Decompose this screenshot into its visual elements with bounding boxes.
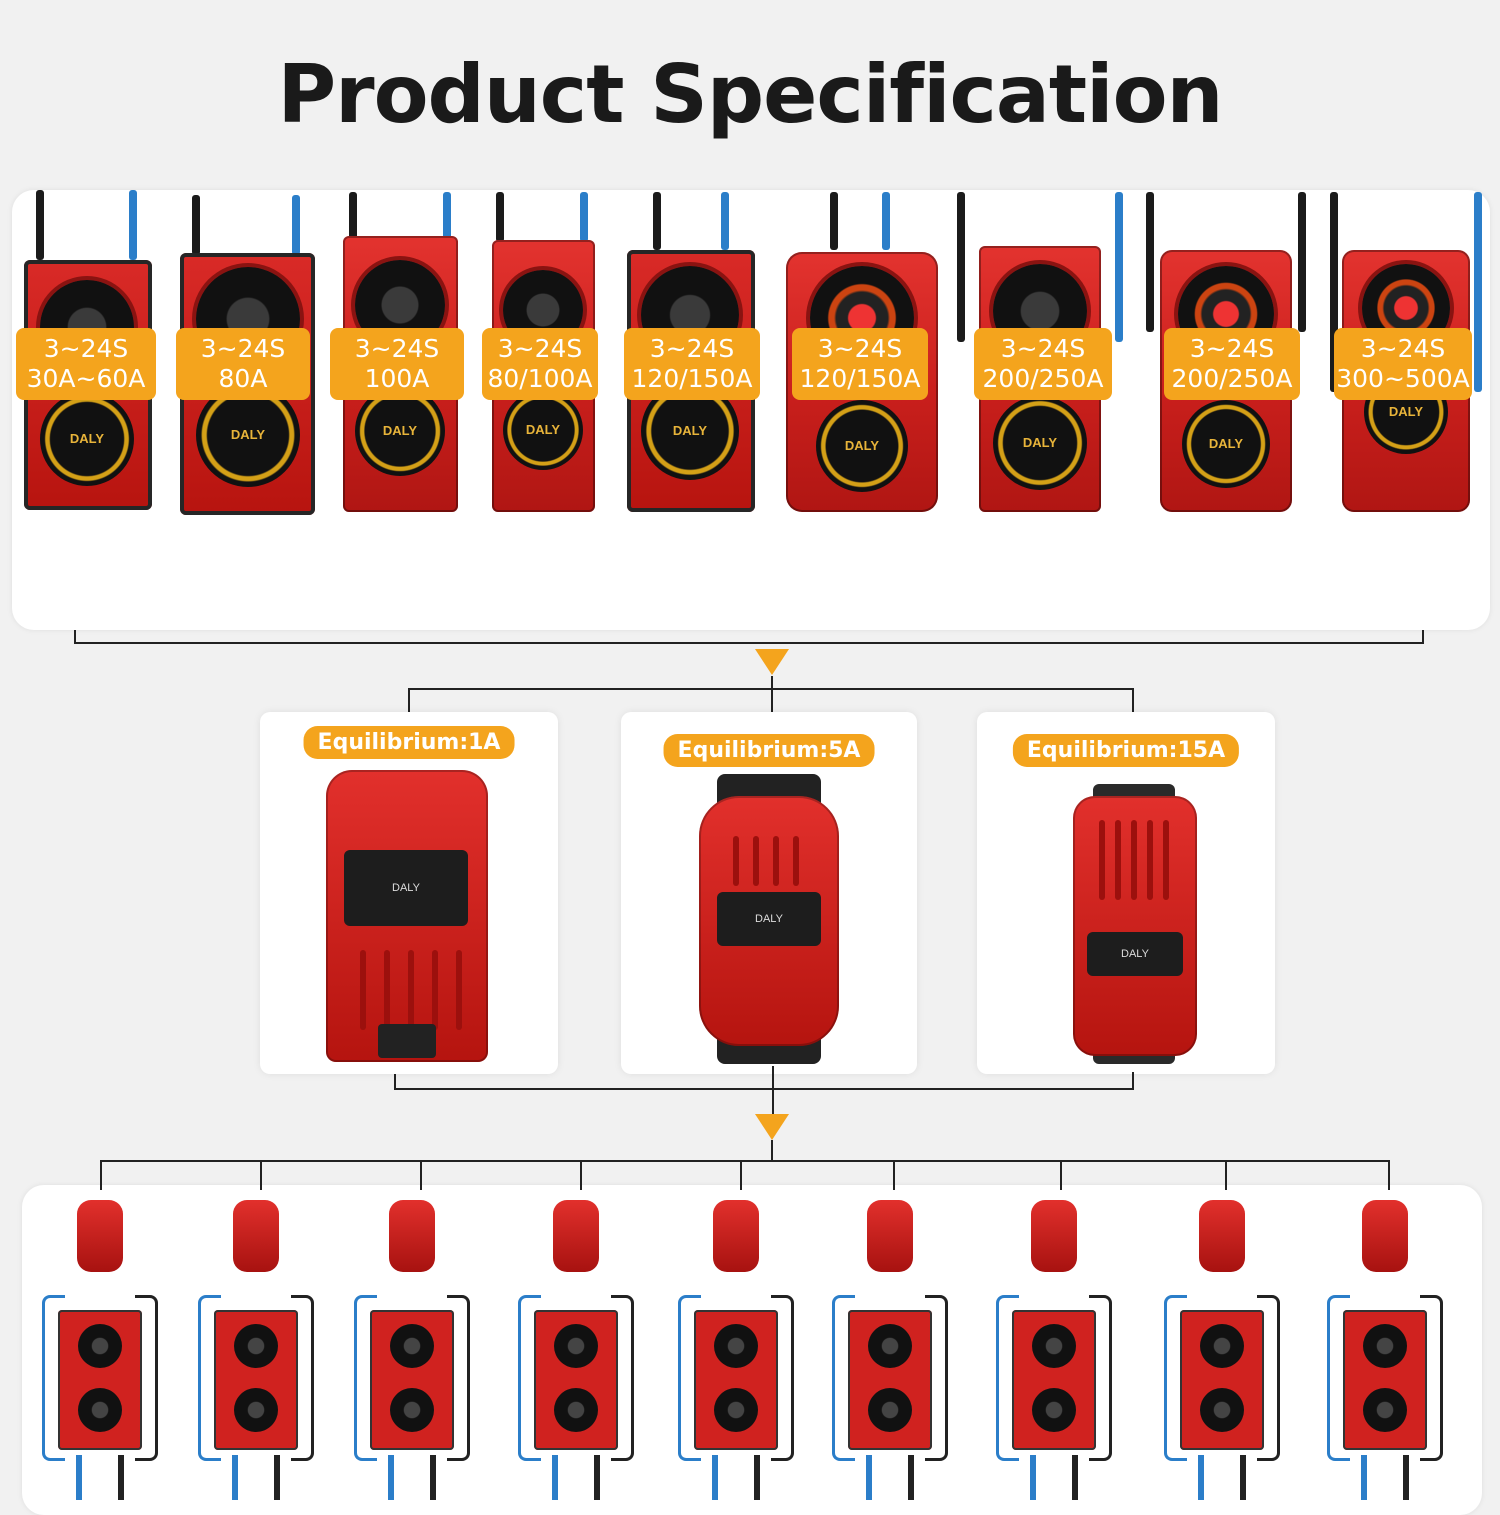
connector-line <box>1132 1072 1134 1090</box>
fan-icon <box>554 1388 598 1432</box>
bms-board <box>694 1310 778 1450</box>
daly-logo-icon: DALY <box>503 390 583 470</box>
equalizer-module: DALY <box>326 770 488 1062</box>
connector-line <box>1132 688 1134 714</box>
connector-line <box>100 1160 1390 1162</box>
fan-icon <box>1200 1324 1244 1368</box>
equalizer-module <box>1199 1200 1245 1272</box>
fan-icon <box>78 1324 122 1368</box>
equalizer-label: Equilibrium:5A <box>663 734 875 767</box>
arrow-down-icon <box>755 1114 789 1140</box>
bms-board <box>534 1310 618 1450</box>
equalizer-module <box>713 1200 759 1272</box>
equalizer-label: Equilibrium:1A <box>303 726 515 759</box>
connector-line <box>771 1140 773 1162</box>
equalizer-module: DALY <box>699 796 839 1046</box>
setup-diagram-6 <box>830 1190 950 1500</box>
module-nameplate: DALY <box>344 850 468 926</box>
equalizer-module <box>1031 1200 1077 1272</box>
fan-icon <box>234 1388 278 1432</box>
daly-logo-icon: DALY <box>1182 400 1270 488</box>
equalizer-module <box>1362 1200 1408 1272</box>
setup-diagram-7 <box>994 1190 1114 1500</box>
setup-diagram-4 <box>516 1190 636 1500</box>
fan-icon <box>390 1324 434 1368</box>
setup-diagram-5 <box>676 1190 796 1500</box>
connector-line <box>1422 630 1424 644</box>
equalizer-module <box>389 1200 435 1272</box>
bms-board <box>214 1310 298 1450</box>
setup-diagram-2 <box>196 1190 316 1500</box>
fan-icon <box>1363 1388 1407 1432</box>
daly-logo-icon: DALY <box>355 386 445 476</box>
daly-logo-icon: DALY <box>816 400 908 492</box>
bms-board <box>370 1310 454 1450</box>
connector-line <box>772 1066 774 1114</box>
fan-icon <box>1032 1388 1076 1432</box>
connector-line <box>394 1088 1134 1090</box>
connector-line <box>74 642 1424 644</box>
connector-line <box>771 676 773 712</box>
equalizer-module: DALY <box>1073 796 1197 1056</box>
bms-board <box>1180 1310 1264 1450</box>
fan-icon <box>234 1324 278 1368</box>
equalizer-module <box>77 1200 123 1272</box>
fan-icon <box>78 1388 122 1432</box>
module-nameplate: DALY <box>717 892 821 946</box>
arrow-down-icon <box>755 649 789 675</box>
fan-icon <box>714 1388 758 1432</box>
connector-line <box>74 630 76 644</box>
setup-diagram-9 <box>1325 1190 1445 1500</box>
module-nameplate: DALY <box>1087 932 1183 976</box>
equalizer-module <box>867 1200 913 1272</box>
fan-icon <box>868 1324 912 1368</box>
daly-logo-icon: DALY <box>993 396 1087 490</box>
connector-line <box>408 688 410 714</box>
fan-icon <box>1032 1324 1076 1368</box>
equalizer-label: Equilibrium:15A <box>1012 734 1240 767</box>
equalizer-card-15a: Equilibrium:15A DALY <box>977 712 1275 1074</box>
setup-diagram-3 <box>352 1190 472 1500</box>
equalizer-card-5a: Equilibrium:5A DALY <box>621 712 917 1074</box>
page-title: Product Specification <box>277 48 1224 141</box>
equalizer-card-1a: Equilibrium:1A DALY <box>260 712 558 1074</box>
bms-board <box>1012 1310 1096 1450</box>
connector-line <box>408 688 1134 690</box>
equalizer-module <box>553 1200 599 1272</box>
fan-icon <box>390 1388 434 1432</box>
daly-logo-icon: DALY <box>196 383 300 487</box>
bms-board <box>58 1310 142 1450</box>
setup-diagram-1 <box>40 1190 160 1500</box>
connector-line <box>394 1074 396 1090</box>
setup-diagram-8 <box>1162 1190 1282 1500</box>
fan-icon <box>1200 1388 1244 1432</box>
equalizer-module <box>233 1200 279 1272</box>
fan-icon <box>1363 1324 1407 1368</box>
fan-icon <box>868 1388 912 1432</box>
bms-board <box>848 1310 932 1450</box>
fan-icon <box>554 1324 598 1368</box>
daly-logo-icon: DALY <box>40 392 134 486</box>
bms-board <box>1343 1310 1427 1450</box>
fan-icon <box>714 1324 758 1368</box>
